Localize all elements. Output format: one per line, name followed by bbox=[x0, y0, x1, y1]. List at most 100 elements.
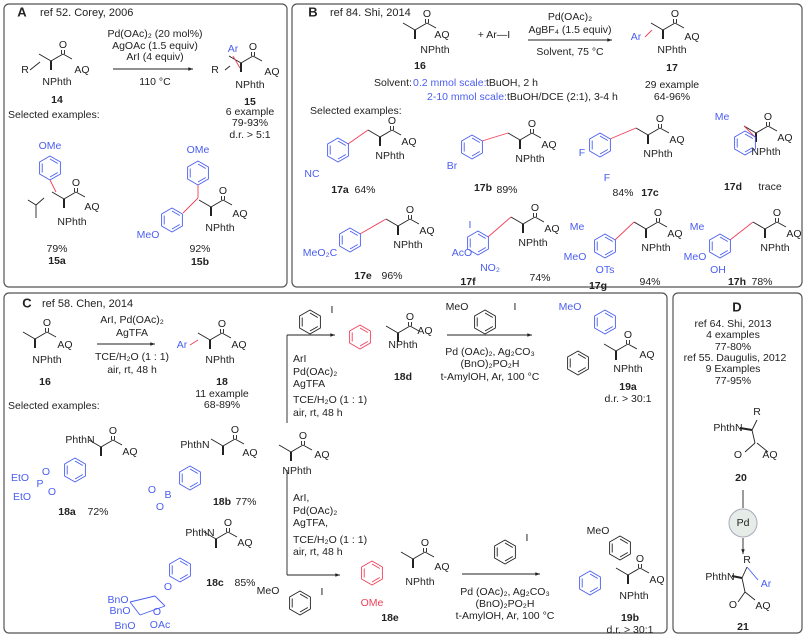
bond bbox=[397, 218, 411, 227]
aromatic-double-bond bbox=[604, 326, 614, 332]
bond bbox=[531, 132, 542, 139]
bond bbox=[635, 127, 649, 136]
atom-label: R bbox=[743, 554, 751, 566]
aromatic-double-bond bbox=[197, 163, 207, 169]
atom-label: AQ bbox=[74, 64, 89, 76]
condition: AgBF₄ (1.5 equiv) bbox=[528, 24, 611, 36]
bond bbox=[209, 332, 223, 341]
condition: ArI, Pd(OAc)₂ bbox=[100, 314, 164, 326]
compound-id: 15a bbox=[48, 255, 66, 267]
aromatic-double-bond bbox=[589, 587, 599, 593]
bond-layer bbox=[22, 19, 787, 616]
condition: Pd(OAc)₂ bbox=[293, 505, 337, 517]
atom-label: AQ bbox=[122, 446, 137, 458]
new-cc-bond bbox=[644, 29, 653, 38]
benzene-ring bbox=[361, 560, 383, 586]
aromatic-double-bond bbox=[599, 135, 609, 141]
atom-label: O bbox=[624, 329, 632, 341]
aromatic-double-bond bbox=[484, 312, 494, 318]
benzene-ring bbox=[179, 465, 201, 491]
atom-label: O bbox=[59, 39, 67, 51]
atom-label: AQ bbox=[777, 132, 792, 144]
compound-id: 19b bbox=[621, 612, 639, 624]
new-cc-bond bbox=[614, 221, 635, 241]
bond bbox=[210, 438, 224, 447]
atom-label: AQ bbox=[417, 325, 432, 337]
atom-label: NPhth bbox=[760, 242, 789, 254]
atom-label: O bbox=[48, 486, 56, 498]
atom-label: AQ bbox=[231, 339, 246, 351]
section-label: Selected examples: bbox=[8, 109, 100, 121]
atom-label: NPhth bbox=[388, 339, 417, 351]
bond bbox=[633, 221, 647, 230]
atom-label: O bbox=[764, 111, 772, 123]
aromatic-double-bond bbox=[604, 250, 614, 256]
scope-count: 11 example bbox=[195, 388, 249, 400]
bond bbox=[51, 191, 65, 200]
benzene-ring bbox=[579, 570, 601, 596]
benzene-ring bbox=[594, 309, 616, 335]
new-cc-bond bbox=[232, 55, 241, 69]
bond bbox=[278, 444, 292, 453]
atom-label: NPhth bbox=[613, 363, 642, 375]
condition: AgTFA bbox=[293, 378, 325, 390]
atom-label: B bbox=[164, 489, 171, 501]
atom-label: PhthN bbox=[185, 527, 214, 539]
atom-label: AQ bbox=[237, 537, 252, 549]
bond bbox=[198, 199, 212, 208]
diastereomeric-ratio: d.r. > 30:1 bbox=[605, 393, 652, 405]
atom-label: O bbox=[531, 202, 539, 214]
substituent-label: MeO bbox=[564, 251, 587, 263]
atom-label: O bbox=[406, 204, 414, 216]
atom-label: PhthN bbox=[705, 571, 734, 583]
compound-id: 18b bbox=[213, 496, 231, 508]
bond bbox=[203, 531, 217, 540]
bond bbox=[227, 531, 238, 538]
bond bbox=[397, 325, 411, 334]
atom-label: EtO bbox=[11, 472, 29, 484]
yield: 78% bbox=[751, 276, 772, 288]
bond bbox=[737, 591, 746, 603]
aromatic-double-bond bbox=[359, 341, 369, 347]
substituent-label: Me bbox=[570, 221, 585, 233]
yield-range: 68-89% bbox=[204, 399, 240, 411]
aromatic-double-bond bbox=[471, 151, 481, 157]
bond bbox=[647, 127, 661, 136]
substituent-label: MeO₂C bbox=[303, 247, 338, 259]
atom-label: NPhth bbox=[42, 76, 71, 88]
bond bbox=[222, 199, 233, 206]
atom-label: Ar bbox=[177, 339, 188, 351]
arrowhead bbox=[150, 342, 155, 346]
wedge-bond bbox=[739, 427, 753, 431]
aromatic-double-bond bbox=[371, 577, 381, 583]
atom-label: AQ bbox=[57, 339, 72, 351]
compound-id: 16 bbox=[414, 60, 426, 72]
atom-label: I bbox=[331, 304, 334, 316]
bond bbox=[240, 55, 254, 64]
bond bbox=[409, 218, 420, 225]
aromatic-double-bond bbox=[577, 353, 587, 359]
atom-label: O bbox=[43, 317, 51, 329]
benzene-ring bbox=[39, 155, 61, 181]
atom-label: O bbox=[421, 537, 429, 549]
atom-label: NPhth bbox=[235, 79, 264, 91]
aromatic-double-bond bbox=[74, 460, 84, 466]
yield: 89% bbox=[496, 184, 517, 196]
atom-label: O bbox=[773, 207, 781, 219]
condition: TCE/H₂O (1 : 1) bbox=[293, 394, 367, 406]
atom-label: O bbox=[656, 113, 664, 125]
bond bbox=[221, 332, 232, 339]
condition: 110 °C bbox=[139, 76, 171, 88]
bond bbox=[290, 444, 304, 453]
aromatic-double-bond bbox=[744, 147, 754, 153]
bond bbox=[639, 567, 650, 574]
yield-range: 79-93% bbox=[232, 117, 268, 129]
compound-id: 16 bbox=[39, 376, 51, 388]
atom-label: O bbox=[299, 430, 307, 442]
bond bbox=[29, 61, 41, 71]
atom-label: NPhth bbox=[393, 239, 422, 251]
condition: Pd(OAc)₂ (20 mol%) bbox=[107, 28, 202, 40]
atom-label: O bbox=[636, 553, 644, 565]
aromatic-double-bond bbox=[349, 230, 359, 236]
